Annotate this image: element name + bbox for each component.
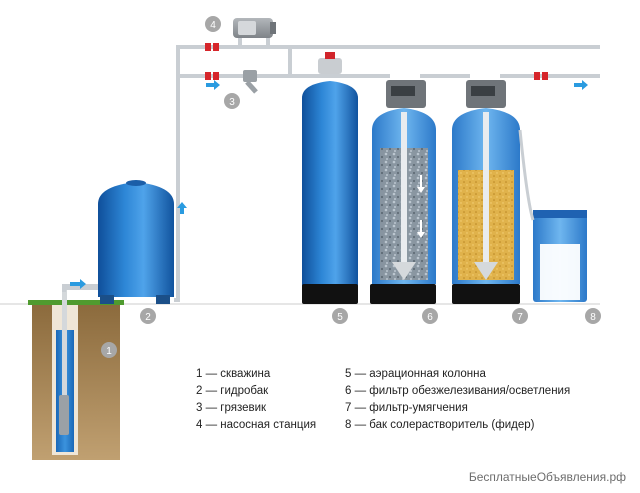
well <box>28 284 124 460</box>
pipes <box>174 34 600 302</box>
legend-item-dirt-trap: 3 — грязевик <box>196 402 267 414</box>
flow-arrows <box>70 80 588 289</box>
legend-left: 1 — скважина 2 — гидробак 3 — грязевик 4… <box>196 366 316 434</box>
marker-6-label: 6 <box>427 312 433 323</box>
hydro-tank <box>98 180 174 304</box>
marker-6: 6 <box>422 308 438 324</box>
valves <box>205 43 548 80</box>
legend-item-pump-station: 4 — насосная станция <box>196 419 317 431</box>
legend-item-aeration-column: 5 — аэрационная колонна <box>345 368 486 380</box>
marker-1: 1 <box>101 342 117 358</box>
legend-item-iron-filter: 6 — фильтр обезжелезивания/осветления <box>345 385 571 397</box>
marker-8: 8 <box>585 308 601 324</box>
softener-filter <box>452 80 520 304</box>
marker-4-label: 4 <box>210 20 216 31</box>
marker-3-label: 3 <box>229 97 235 108</box>
legend-item-brine-tank: 8 — бак солерастворитель (фидер) <box>345 419 535 431</box>
marker-7: 7 <box>512 308 528 324</box>
marker-5-label: 5 <box>337 312 343 323</box>
marker-8-label: 8 <box>590 312 596 323</box>
marker-5: 5 <box>332 308 348 324</box>
dirt-trap <box>243 70 258 94</box>
watermark: БесплатныеОбъявления.рф <box>468 470 626 484</box>
marker-2-label: 2 <box>145 312 151 323</box>
legend-item-softener: 7 — фильтр-умягчения <box>345 402 468 414</box>
marker-1-label: 1 <box>106 346 112 357</box>
marker-4: 4 <box>205 16 221 32</box>
marker-7-label: 7 <box>517 312 523 323</box>
brine-tank <box>518 129 587 302</box>
marker-2: 2 <box>140 308 156 324</box>
pump-station <box>233 18 276 38</box>
aeration-column <box>302 52 358 304</box>
legend-item-well: 1 — скважина <box>196 368 271 380</box>
iron-removal-filter <box>370 80 436 304</box>
legend-right: 5 — аэрационная колонна 6 — фильтр обезж… <box>345 366 570 434</box>
marker-3: 3 <box>224 93 240 109</box>
legend-item-hydro-tank: 2 — гидробак <box>196 385 269 397</box>
